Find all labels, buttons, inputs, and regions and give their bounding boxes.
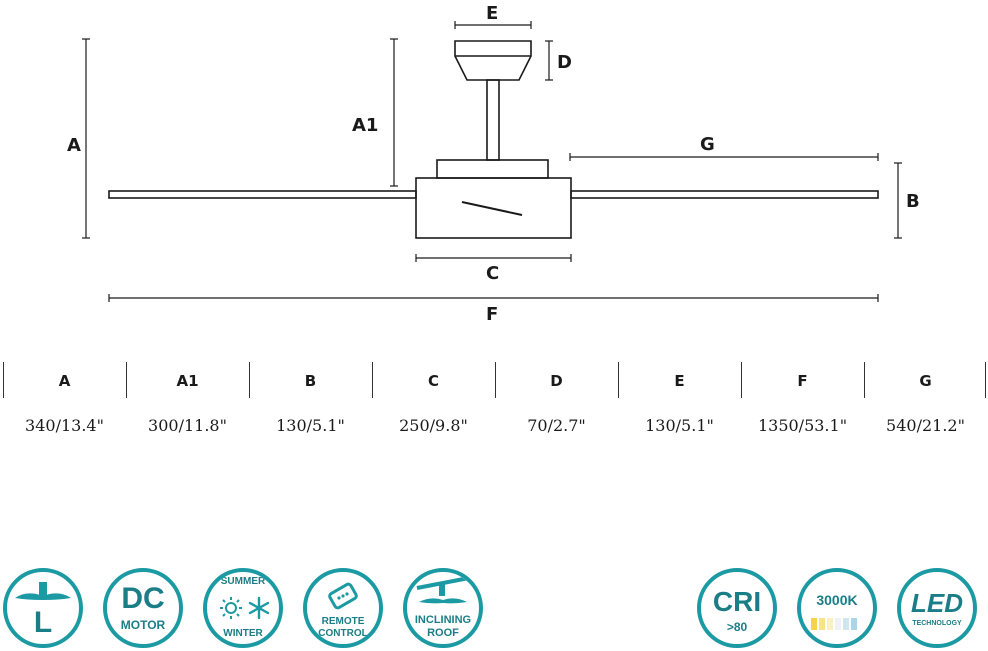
column-header: F — [797, 372, 808, 390]
led-text: LED — [911, 588, 963, 618]
table-column: F 1350/53.1" — [741, 362, 864, 442]
column-value: 340/13.4" — [25, 416, 104, 435]
dimension-table: A 340/13.4" A1 300/11.8" B 130/5.1" C 25… — [0, 362, 988, 442]
color-temperature-badge: 3000K — [797, 568, 877, 648]
color-temperature-scale-icon — [811, 618, 857, 630]
remote-control-badge: REMOTE CONTROL — [303, 568, 383, 648]
table-column: B 130/5.1" — [249, 362, 372, 442]
fan-blades-icon — [15, 582, 71, 600]
column-header: E — [674, 372, 685, 390]
table-column: A 340/13.4" — [3, 362, 126, 442]
label-e: E — [486, 3, 498, 24]
summer-text: SUMMER — [220, 576, 266, 587]
blade-right — [570, 190, 879, 199]
control-text: CONTROL — [318, 628, 368, 639]
table-column: A1 300/11.8" — [126, 362, 249, 442]
column-header: B — [304, 372, 317, 390]
label-c: C — [486, 263, 499, 284]
inclining-roof-badge: INCLINING ROOF — [403, 568, 483, 648]
remote-icon — [328, 582, 358, 610]
label-d: D — [557, 52, 572, 73]
column-value: 70/2.7" — [527, 416, 586, 435]
size-l-badge: L — [3, 568, 83, 648]
table-column: C 250/9.8" — [372, 362, 495, 442]
canopy — [454, 40, 532, 81]
led-technology-badge: LED TECHNOLOGY — [897, 568, 977, 648]
label-g: G — [700, 134, 715, 155]
snowflake-icon — [248, 596, 270, 620]
table-column: G 540/21.2" — [864, 362, 987, 442]
column-header: D — [550, 372, 563, 390]
cri-value-text: >80 — [726, 620, 748, 634]
roof-text: ROOF — [427, 627, 459, 639]
column-header: C — [427, 372, 439, 390]
motor-text: MOTOR — [120, 618, 166, 632]
inclined-fan-icon — [416, 576, 470, 604]
column-header: G — [919, 372, 932, 390]
column-header: A — [58, 372, 71, 390]
fan-dimension-diagram: A A1 E D G B C F — [67, 3, 920, 325]
column-value: 130/5.1" — [645, 416, 714, 435]
winter-text: WINTER — [223, 628, 263, 639]
technology-text: TECHNOLOGY — [912, 620, 962, 627]
column-value: 300/11.8" — [148, 416, 227, 435]
cri-text: CRI — [712, 586, 762, 617]
remote-text: REMOTE — [321, 616, 365, 627]
column-header: A1 — [176, 372, 199, 390]
summer-winter-badge: SUMMER WINTER — [203, 568, 283, 648]
dc-motor-badge: DC MOTOR — [103, 568, 183, 648]
downrod — [486, 79, 500, 161]
dc-text: DC — [121, 582, 165, 615]
sun-icon — [220, 597, 242, 619]
size-letter: L — [33, 606, 53, 639]
table-column: D 70/2.7" — [495, 362, 618, 442]
label-a1: A1 — [352, 115, 378, 136]
table-end-divider — [985, 362, 986, 398]
inclining-text: INCLINING — [414, 614, 472, 626]
motor-body — [415, 177, 572, 239]
column-value: 130/5.1" — [276, 416, 345, 435]
blade-left — [108, 190, 417, 199]
label-a: A — [67, 135, 81, 156]
table-column: E 130/5.1" — [618, 362, 741, 442]
kelvin-text: 3000K — [816, 592, 858, 608]
label-f: F — [486, 304, 498, 325]
column-value: 540/21.2" — [886, 416, 965, 435]
column-value: 250/9.8" — [399, 416, 468, 435]
cri-badge: CRI >80 — [697, 568, 777, 648]
label-b: B — [906, 191, 920, 212]
column-value: 1350/53.1" — [757, 416, 848, 435]
motor-cap — [436, 159, 549, 179]
